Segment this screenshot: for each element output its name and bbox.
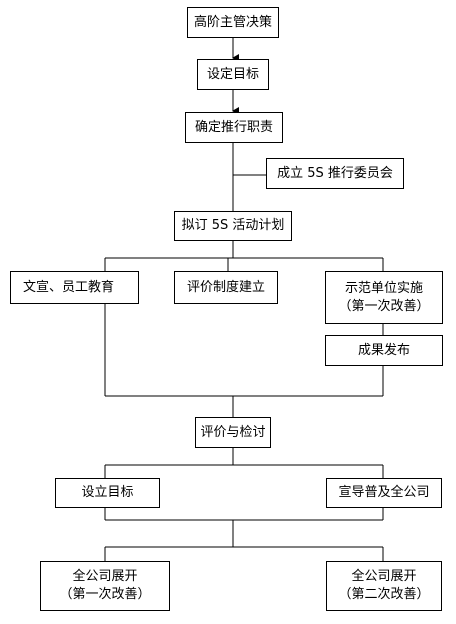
node-promote: 宣导普及全公司 — [326, 478, 442, 508]
node-pilot-label-1: 示范单位实施 — [344, 280, 423, 296]
node-expand1-label-2: （第一次改善） — [59, 587, 151, 602]
node-expand1: 全公司展开 （第一次改善） — [40, 561, 170, 611]
node-pilot-label-2: （第一次改善） — [338, 298, 430, 314]
node-set-goal2: 设立目标 — [55, 478, 160, 508]
node-promote-label: 宣导普及全公司 — [338, 485, 430, 500]
node-expand2-label-1: 全公司展开 — [351, 569, 417, 584]
node-expand2: 全公司展开 （第二次改善） — [326, 561, 442, 611]
node-education-label: 文宣、员工教育 — [23, 279, 115, 295]
node-confirm-duty: 确定推行职责 — [185, 112, 283, 143]
node-decision: 高阶主管决策 — [187, 7, 279, 38]
node-set-goal: 设定目标 — [197, 59, 269, 90]
node-results-label: 成果发布 — [357, 342, 410, 358]
node-confirm-duty-label: 确定推行职责 — [194, 119, 273, 135]
node-expand2-label-2: （第二次改善） — [338, 587, 430, 602]
node-set-goal-label: 设定目标 — [206, 66, 259, 82]
node-expand1-label-1: 全公司展开 — [72, 569, 138, 584]
node-committee-label: 成立 5S 推行委员会 — [277, 165, 393, 181]
node-pilot: 示范单位实施 （第一次改善） — [325, 271, 443, 324]
node-evaluate-check: 评价与检讨 — [195, 417, 271, 448]
node-decision-label: 高阶主管决策 — [193, 14, 272, 30]
node-evaluation-system-label: 评价制度建立 — [186, 279, 265, 295]
node-evaluate-check-label: 评价与检讨 — [200, 424, 266, 440]
node-set-goal2-label: 设立目标 — [81, 485, 134, 500]
node-committee: 成立 5S 推行委员会 — [266, 158, 404, 189]
node-plan: 拟订 5S 活动计划 — [174, 211, 292, 241]
node-results: 成果发布 — [325, 335, 443, 366]
node-education: 文宣、员工教育 — [10, 271, 139, 304]
node-plan-label: 拟订 5S 活动计划 — [181, 218, 285, 233]
node-evaluation-system: 评价制度建立 — [174, 271, 278, 304]
